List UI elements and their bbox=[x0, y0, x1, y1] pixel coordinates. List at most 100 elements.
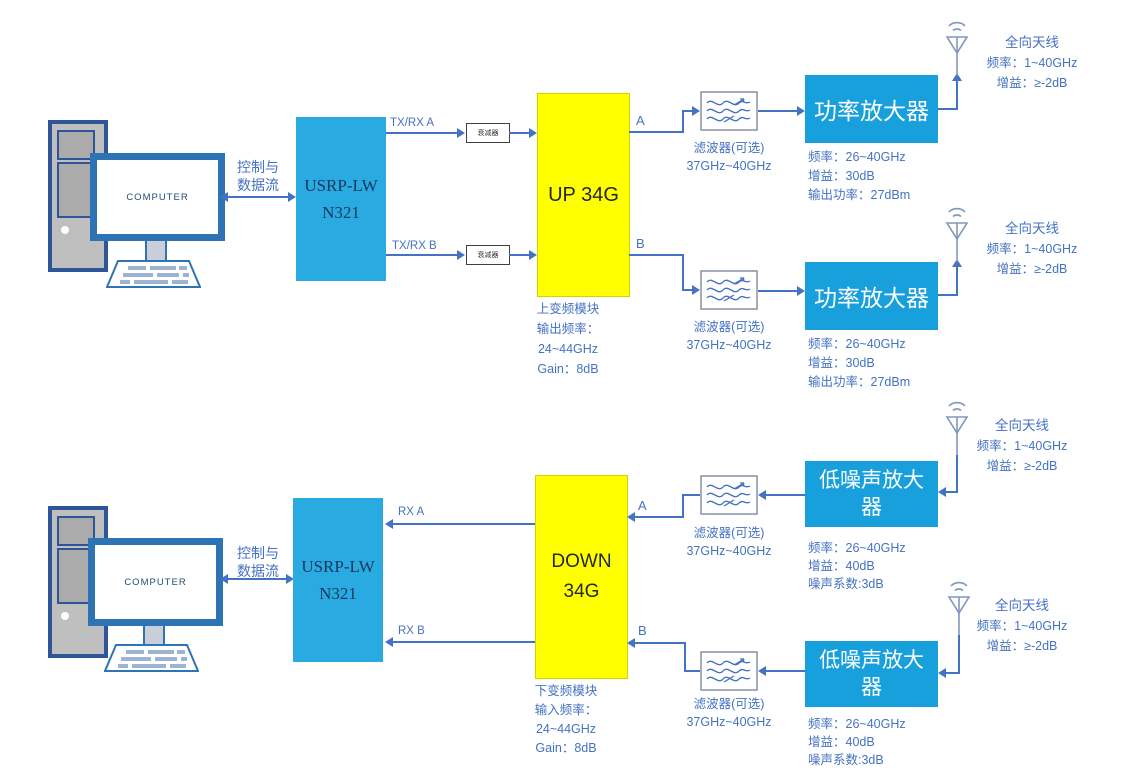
usrp-box: USRP-LW N321 bbox=[293, 498, 383, 662]
wire bbox=[682, 110, 684, 133]
port-label-rx-b: RX B bbox=[398, 625, 425, 637]
keyboard-icon bbox=[106, 260, 201, 288]
wire bbox=[945, 672, 960, 674]
in-b-label: B bbox=[638, 623, 647, 638]
wire bbox=[956, 455, 958, 493]
antenna-specs: 全向天线 频率：1~40GHz 增益：≥-2dB bbox=[976, 418, 1068, 473]
port-label-rx-a: RX A bbox=[398, 506, 425, 518]
antenna-specs: 全向天线 频率：1~40GHz 增益：≥-2dB bbox=[986, 35, 1078, 90]
power-amplifier-box: 功率放大器 bbox=[805, 75, 938, 143]
arrow-left-icon bbox=[220, 574, 228, 584]
arrow-right-icon bbox=[457, 250, 465, 260]
wire bbox=[386, 254, 457, 256]
antenna-icon bbox=[945, 401, 969, 456]
wire bbox=[758, 290, 799, 292]
usrp-box: USRP-LW N321 bbox=[296, 117, 386, 281]
antenna-icon bbox=[945, 21, 969, 76]
downconverter-box: DOWN 34G bbox=[535, 475, 628, 679]
antenna-specs: 全向天线 频率：1~40GHz 增益：≥-2dB bbox=[976, 598, 1068, 653]
wire bbox=[629, 131, 684, 133]
keyboard-icon bbox=[104, 644, 199, 672]
arrow-left-icon bbox=[758, 666, 766, 676]
tower-panel-icon bbox=[57, 130, 95, 160]
tower-power-button-icon bbox=[61, 612, 69, 620]
wire bbox=[682, 110, 694, 112]
wire bbox=[682, 254, 684, 291]
downconverter-desc: 下变频模块 输入频率： 24~44GHz Gain：8dB bbox=[534, 684, 598, 755]
out-b-label: B bbox=[636, 236, 645, 251]
filter-icon bbox=[700, 475, 758, 515]
computer-monitor: COMPUTER bbox=[90, 153, 225, 241]
arrow-left-icon bbox=[758, 490, 766, 500]
lna-specs: 频率：26~40GHz 增益：40dB 噪声系数:3dB bbox=[808, 717, 906, 767]
attenuator-box: 衰减器 bbox=[466, 245, 510, 265]
out-a-label: A bbox=[636, 113, 645, 128]
wire bbox=[938, 108, 958, 110]
arrow-right-icon bbox=[797, 106, 805, 116]
filter-icon bbox=[700, 270, 758, 310]
power-amplifier-box: 功率放大器 bbox=[805, 262, 938, 330]
wire bbox=[684, 670, 700, 672]
wire bbox=[938, 294, 958, 296]
power-amplifier-specs: 频率：26~40GHz 增益：30dB 输出功率：27dBm bbox=[808, 337, 911, 389]
arrow-right-icon bbox=[529, 250, 537, 260]
filter-label: 滤波器(可选) 37GHz~40GHz bbox=[686, 526, 772, 558]
antenna-specs: 全向天线 频率：1~40GHz 增益：≥-2dB bbox=[986, 221, 1078, 276]
arrow-right-icon bbox=[692, 285, 700, 295]
filter-label: 滤波器(可选) 37GHz~40GHz bbox=[686, 141, 772, 173]
lna-box: 低噪声放大 器 bbox=[805, 641, 938, 707]
filter-label: 滤波器(可选) 37GHz~40GHz bbox=[686, 320, 772, 352]
upconverter-box: UP 34G bbox=[537, 93, 630, 297]
wire bbox=[682, 494, 700, 496]
arrow-right-icon bbox=[797, 286, 805, 296]
arrow-left-icon bbox=[627, 638, 635, 648]
arrow-left-icon bbox=[938, 668, 946, 678]
wire bbox=[509, 254, 530, 256]
lna-box: 低噪声放大 器 bbox=[805, 461, 938, 527]
wire bbox=[682, 289, 694, 291]
arrow-left-icon bbox=[627, 512, 635, 522]
computer-label: COMPUTER bbox=[124, 576, 187, 588]
arrow-left-icon bbox=[385, 519, 393, 529]
wire bbox=[956, 80, 958, 110]
arrow-right-icon bbox=[457, 128, 465, 138]
wire bbox=[764, 670, 805, 672]
arrow-left-icon bbox=[220, 192, 228, 202]
arrow-right-icon bbox=[288, 192, 296, 202]
antenna-icon bbox=[945, 207, 969, 262]
antenna-icon bbox=[947, 581, 971, 636]
arrow-left-icon bbox=[385, 637, 393, 647]
filter-icon bbox=[700, 91, 758, 131]
control-link-line bbox=[226, 578, 288, 580]
lna-specs: 频率：26~40GHz 增益：40dB 噪声系数:3dB bbox=[808, 541, 906, 591]
wire bbox=[629, 254, 684, 256]
arrow-up-icon bbox=[952, 73, 962, 81]
power-amplifier-specs: 频率：26~40GHz 增益：30dB 输出功率：27dBm bbox=[808, 150, 911, 202]
in-a-label: A bbox=[638, 498, 647, 513]
control-data-label: 控制与 数据流 bbox=[237, 545, 279, 579]
wire bbox=[958, 635, 960, 673]
tower-panel-icon bbox=[57, 162, 95, 218]
wire bbox=[509, 132, 530, 134]
wire bbox=[758, 110, 799, 112]
filter-label: 滤波器(可选) 37GHz~40GHz bbox=[686, 697, 772, 729]
upconverter-desc: 上变频模块 输出频率： 24~44GHz Gain：8dB bbox=[536, 302, 600, 376]
computer-label: COMPUTER bbox=[126, 191, 189, 203]
computer-monitor: COMPUTER bbox=[88, 538, 223, 626]
wire bbox=[764, 494, 805, 496]
wire bbox=[391, 641, 535, 643]
attenuator-box: 衰减器 bbox=[466, 123, 510, 143]
control-link-line bbox=[226, 196, 290, 198]
wire bbox=[684, 642, 686, 672]
wire bbox=[634, 642, 686, 644]
wire bbox=[386, 132, 457, 134]
arrow-right-icon bbox=[529, 128, 537, 138]
wire bbox=[956, 266, 958, 296]
wire bbox=[391, 523, 535, 525]
port-label-txrx-b: TX/RX B bbox=[392, 240, 437, 252]
arrow-left-icon bbox=[938, 487, 946, 497]
control-data-label: 控制与 数据流 bbox=[237, 159, 279, 193]
arrow-right-icon bbox=[692, 106, 700, 116]
wire bbox=[682, 494, 684, 518]
